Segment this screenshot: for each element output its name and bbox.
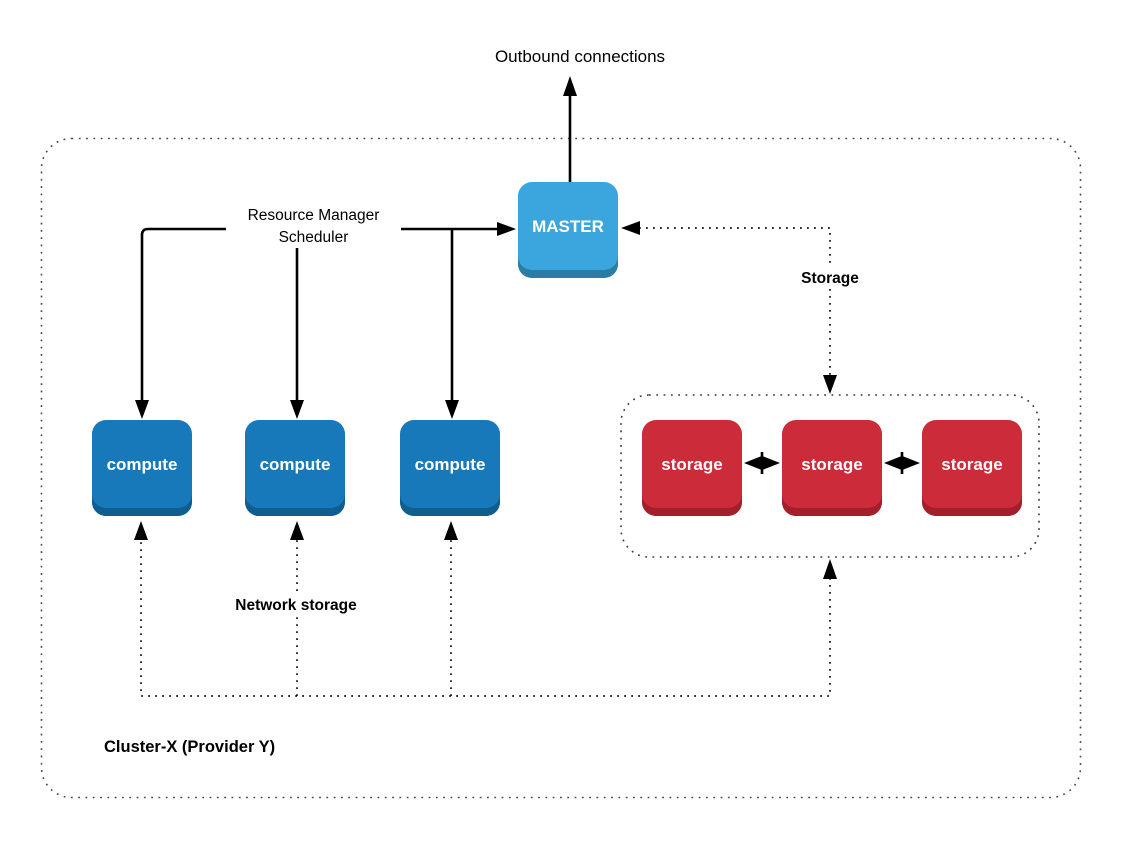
cluster-border [40,137,1082,799]
storage-link-arrow-2 [884,452,920,474]
network-storage-dotted-path [134,521,837,697]
scheduler-trunk-arrow [135,222,516,419]
storage-node-1: storage [642,420,742,516]
master-storage-dotted-arrow [621,221,837,394]
network-storage-label: Network storage [212,595,380,616]
outbound-arrow [563,76,577,182]
storage-node-label: storage [941,454,1003,474]
resource-manager-line: Resource Manager [247,207,380,224]
resource-manager-scheduler-label: Resource Manager Scheduler [226,205,401,248]
compute-node-3: compute [400,420,500,516]
compute-node-label: compute [259,454,331,474]
storage-node-label: storage [661,454,723,474]
cluster-name-label: Cluster-X (Provider Y) [104,738,276,756]
master-node: MASTER [518,182,618,278]
scheduler-arrow-right [445,229,459,419]
storage-link-arrow-1 [744,452,780,474]
scheduler-arrow-middle [290,232,304,419]
compute-node-label: compute [414,454,486,474]
storage-node-3: storage [922,420,1022,516]
scheduler-line: Scheduler [278,228,349,246]
compute-node-1: compute [92,420,192,516]
master-node-label: MASTER [532,216,604,236]
compute-node-2: compute [245,420,345,516]
compute-node-label: compute [106,454,178,474]
storage-group-border [620,394,1040,558]
outbound-connections-label: Outbound connections [455,46,705,67]
storage-node-label: storage [801,454,863,474]
storage-node-2: storage [782,420,882,516]
storage-link-label: Storage [786,268,874,289]
